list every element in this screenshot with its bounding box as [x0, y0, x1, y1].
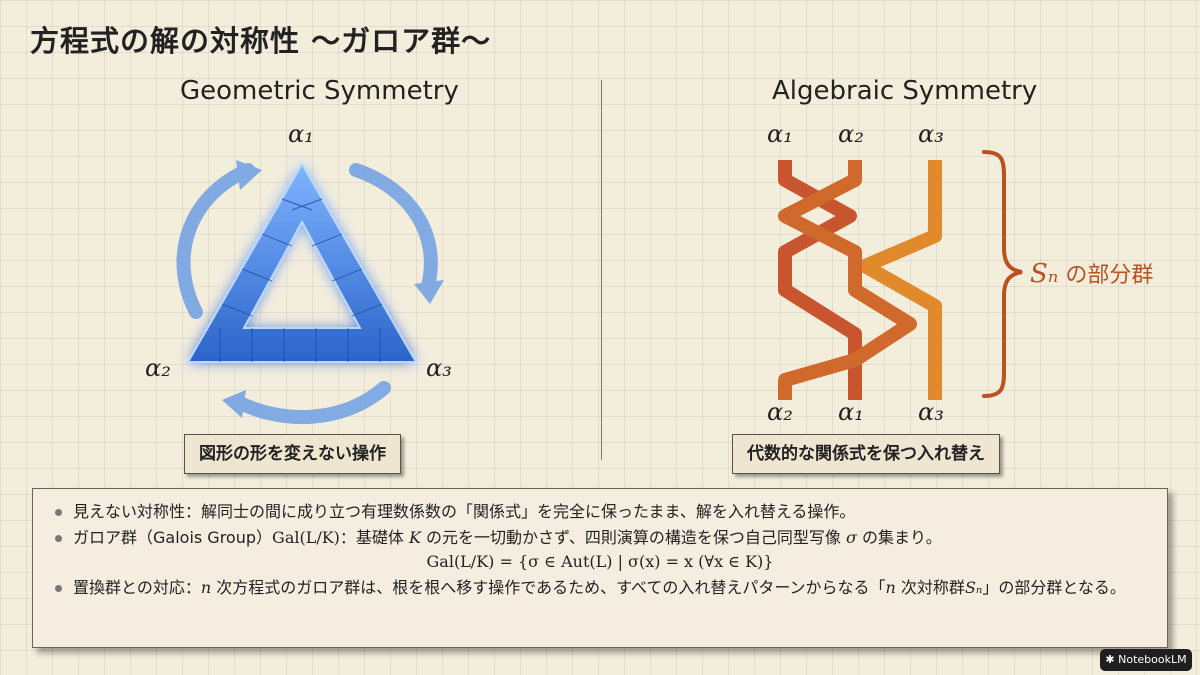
vertex-label-top: α₁	[288, 120, 314, 148]
arrow-bottom-icon	[231, 381, 391, 425]
vertex-label-right: α₃	[426, 354, 452, 382]
strand-1	[778, 160, 862, 400]
note-bullet-1: 見えない対称性：解同士の間に成り立つ有理数係数の「関係式」を完全に保ったまま、解…	[51, 499, 1149, 525]
note-1-text: 見えない対称性：解同士の間に成り立つ有理数係数の「関係式」を完全に保ったまま、解…	[73, 502, 856, 521]
brace-label: Sₙ の部分群	[1030, 259, 1153, 289]
geometric-caption: 図形の形を変えない操作	[184, 434, 401, 474]
top-label-3: α₃	[918, 120, 944, 148]
bottom-label-2: α₁	[838, 398, 864, 426]
braid-bottom-labels: α₂ α₁ α₃	[767, 398, 944, 426]
note-3-b: 次方程式のガロア群は、根を根へ移す操作であるため、すべての入れ替えパターンからな…	[211, 578, 886, 597]
page-title: 方程式の解の対称性 〜ガロア群〜	[30, 24, 492, 58]
bottom-label-3: α₃	[918, 398, 944, 426]
bottom-label-1: α₂	[767, 398, 793, 426]
arrow-bottom-head-icon	[222, 390, 246, 418]
note-2-c: の元を一切動かさず、四則演算の構造を保つ自己同型写像	[420, 528, 847, 547]
vertex-label-left: α₂	[145, 354, 171, 382]
notebooklm-badge: ✱ NotebookLM	[1100, 649, 1192, 671]
note-2-gal: Gal(L/K)	[272, 528, 340, 547]
top-label-2: α₂	[838, 120, 864, 148]
brace-label-text: の部分群	[1058, 263, 1153, 288]
braid-strands	[778, 160, 942, 400]
note-3-a: 置換群との対応：	[73, 578, 201, 597]
rotation-arrows	[176, 160, 444, 425]
note-3-n2: n	[885, 578, 896, 597]
triangle-grid	[219, 198, 383, 362]
note-2-K: K	[409, 528, 421, 547]
strand-3	[858, 160, 942, 400]
arrow-right-head-icon	[414, 280, 444, 304]
note-bullet-3: 置換群との対応：n 次方程式のガロア群は、根を根へ移す操作であるため、すべての入…	[51, 575, 1149, 601]
top-label-1: α₁	[767, 120, 793, 148]
panel-divider	[601, 80, 602, 460]
note-2-d: の集まり。	[856, 528, 942, 547]
note-3-d: 」の部分群となる。	[982, 578, 1126, 597]
algebraic-caption: 代数的な関係式を保つ入れ替え	[732, 434, 1000, 474]
brace-label-symbol: Sₙ	[1030, 259, 1058, 289]
note-3-Sn: Sₙ	[964, 578, 983, 597]
galois-formula: Gal(L/K) = {σ ∈ Aut(L) | σ(x) = x (∀x ∈ …	[426, 552, 774, 571]
algebraic-symmetry-title: Algebraic Symmetry	[772, 76, 1038, 106]
curly-brace	[982, 150, 1023, 398]
notes-box: 見えない対称性：解同士の間に成り立つ有理数係数の「関係式」を完全に保ったまま、解…	[32, 488, 1168, 648]
badge-text: NotebookLM	[1118, 653, 1187, 666]
note-2-sigma: σ	[846, 528, 857, 547]
triangle-shape	[186, 161, 418, 363]
note-2-b: ：基礎体	[339, 528, 410, 547]
braid-top-labels: α₁ α₂ α₃	[767, 120, 944, 148]
geometric-symmetry-title: Geometric Symmetry	[180, 76, 459, 106]
note-bullet-2: ガロア群（Galois Group）Gal(L/K)：基礎体 K の元を一切動か…	[51, 525, 1149, 551]
arrow-right-icon	[349, 163, 438, 293]
strand-2	[778, 160, 917, 400]
note-3-c: 次対称群	[895, 578, 965, 597]
note-2-a: ガロア群（Galois Group）	[73, 528, 273, 547]
note-3-n: n	[200, 578, 212, 597]
arrow-left-head-icon	[236, 160, 262, 190]
arrow-left-icon	[176, 163, 255, 319]
